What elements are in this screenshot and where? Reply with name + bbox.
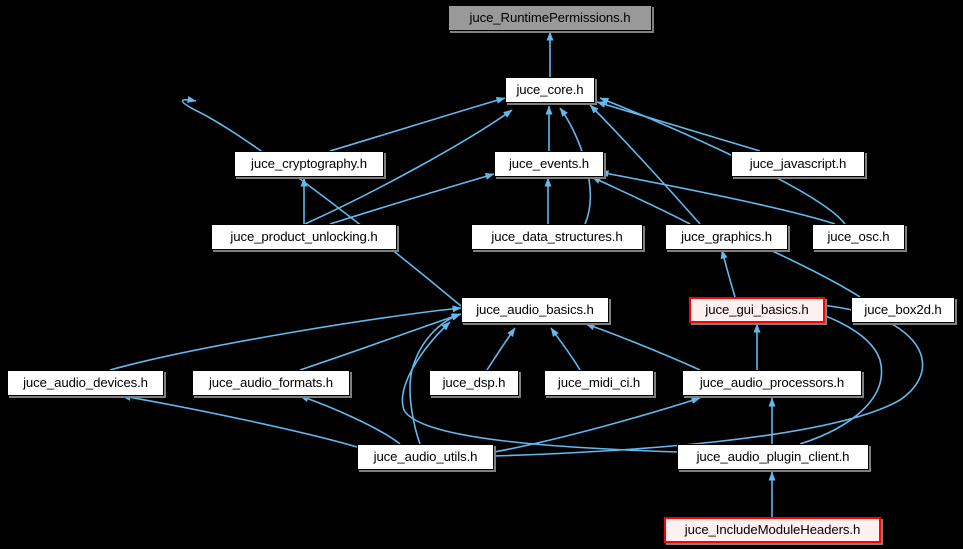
graph-node-runtime_permissions[interactable]: juce_RuntimePermissions.h <box>448 5 652 31</box>
dependency-edge <box>720 249 736 298</box>
graph-node-label: juce_graphics.h <box>681 229 772 245</box>
graph-node-label: juce_dsp.h <box>442 375 506 391</box>
graph-node-label: juce_data_structures.h <box>491 229 623 245</box>
graph-node-label: juce_gui_basics.h <box>705 302 809 318</box>
dependency-edge <box>109 305 462 371</box>
graph-node-midi_ci[interactable]: juce_midi_ci.h <box>544 370 654 396</box>
graph-node-label: juce_IncludeModuleHeaders.h <box>684 522 861 538</box>
graph-node-events[interactable]: juce_events.h <box>494 151 604 177</box>
graph-node-label: juce_audio_plugin_client.h <box>696 449 850 465</box>
graph-node-gui_basics[interactable]: juce_gui_basics.h <box>689 297 825 323</box>
graph-node-audio_basics[interactable]: juce_audio_basics.h <box>461 297 609 323</box>
graph-node-label: juce_box2d.h <box>864 302 942 318</box>
graph-node-audio_plugin_client[interactable]: juce_audio_plugin_client.h <box>677 444 869 470</box>
graph-node-core[interactable]: juce_core.h <box>505 77 595 103</box>
graph-node-label: juce_product_unlocking.h <box>230 229 378 245</box>
graph-node-label: juce_core.h <box>516 82 584 98</box>
graph-node-osc[interactable]: juce_osc.h <box>812 224 905 250</box>
dependency-edge <box>329 96 506 152</box>
graph-node-label: juce_audio_devices.h <box>23 375 148 391</box>
graph-node-label: juce_javascript.h <box>749 156 847 172</box>
dependency-edge <box>493 397 701 453</box>
dependency-edge <box>299 395 401 445</box>
dependency-edge <box>181 95 462 307</box>
dependency-edge <box>486 327 516 371</box>
graph-node-audio_formats[interactable]: juce_audio_formats.h <box>192 370 350 396</box>
graph-node-product_unlocking[interactable]: juce_product_unlocking.h <box>211 224 397 250</box>
graph-node-label: juce_RuntimePermissions.h <box>469 10 631 26</box>
graph-node-label: juce_audio_utils.h <box>373 449 478 465</box>
graph-node-label: juce_events.h <box>508 156 590 172</box>
dependency-edge <box>329 173 495 225</box>
graph-node-graphics[interactable]: juce_graphics.h <box>665 224 788 250</box>
graph-node-audio_processors[interactable]: juce_audio_processors.h <box>682 370 862 396</box>
dependency-edge <box>121 393 358 448</box>
graph-node-audio_devices[interactable]: juce_audio_devices.h <box>7 370 164 396</box>
graph-node-cryptography[interactable]: juce_cryptography.h <box>234 151 384 177</box>
graph-node-label: juce_osc.h <box>827 229 890 245</box>
dependency-edge <box>755 243 861 298</box>
graph-node-label: juce_cryptography.h <box>251 156 367 172</box>
graph-node-include_module_headers[interactable]: juce_IncludeModuleHeaders.h <box>664 517 881 543</box>
dependency-edge <box>596 101 761 152</box>
graph-node-label: juce_audio_processors.h <box>699 375 845 391</box>
dependency-edge <box>589 104 701 225</box>
dependency-edge <box>591 176 691 225</box>
graph-node-label: juce_audio_formats.h <box>208 375 334 391</box>
graph-node-dsp[interactable]: juce_dsp.h <box>429 370 519 396</box>
graph-node-label: juce_midi_ci.h <box>557 375 641 391</box>
graph-node-data_structures[interactable]: juce_data_structures.h <box>471 224 643 250</box>
dependency-edge <box>299 313 462 371</box>
graph-node-label: juce_audio_basics.h <box>476 302 594 318</box>
dependency-edge <box>550 327 581 371</box>
graph-node-audio_utils[interactable]: juce_audio_utils.h <box>357 444 494 470</box>
graph-node-javascript[interactable]: juce_javascript.h <box>731 151 865 177</box>
graph-node-box2d[interactable]: juce_box2d.h <box>851 297 955 323</box>
dependency-edge <box>585 323 701 371</box>
dependency-edge <box>599 170 836 225</box>
